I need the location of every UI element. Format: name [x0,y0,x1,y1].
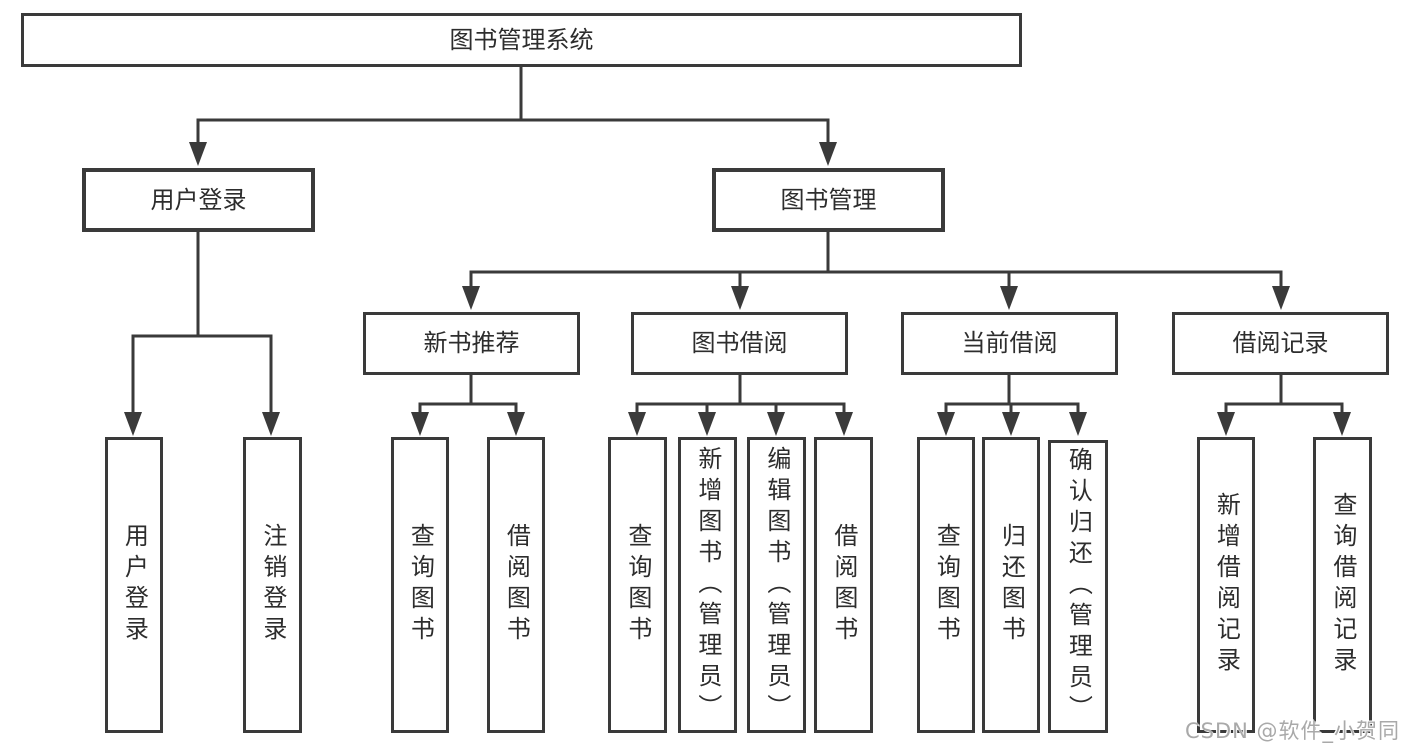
watermark: CSDN @软件_小贺同学 [1185,719,1401,743]
node-user-login-module: 用户登录 [82,168,315,232]
node-query-books-borrowing: 查询图书 [608,437,667,733]
node-current-borrowing: 当前借阅 [901,312,1118,375]
node-borrow-books-recommend: 借阅图书 [487,437,545,733]
node-edit-books-admin: 编辑图书（管理员） [747,437,806,733]
node-confirm-return-admin: 确认归还（管理员） [1048,440,1108,733]
node-book-borrowing: 图书借阅 [631,312,848,375]
node-add-books-admin: 新增图书（管理员） [678,437,737,733]
node-library-management-system: 图书管理系统 [21,13,1022,67]
node-query-books-current: 查询图书 [917,437,975,733]
node-new-book-recommend: 新书推荐 [363,312,580,375]
node-query-books-recommend: 查询图书 [391,437,449,733]
node-logout: 注销登录 [243,437,302,733]
node-borrowing-records: 借阅记录 [1172,312,1389,375]
node-add-borrow-record: 新增借阅记录 [1197,437,1255,733]
node-borrow-books-borrowing: 借阅图书 [814,437,873,733]
node-query-borrow-record: 查询借阅记录 [1313,437,1372,733]
node-login: 用户登录 [105,437,163,733]
node-book-management: 图书管理 [712,168,945,232]
node-return-books: 归还图书 [982,437,1040,733]
